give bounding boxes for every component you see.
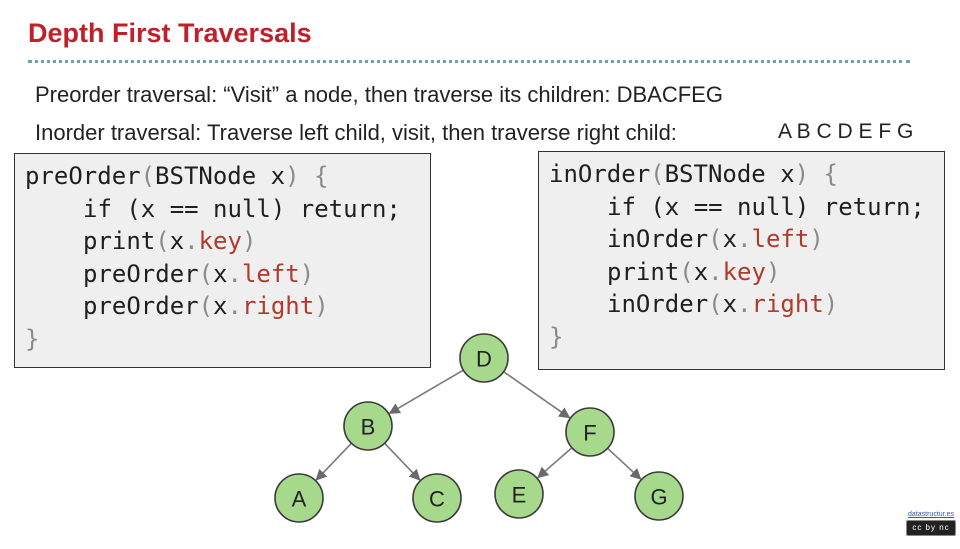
edge-F-G (607, 447, 642, 480)
node-label: A (292, 487, 307, 512)
tree-node-G: G (634, 471, 684, 521)
node-label: D (476, 347, 492, 372)
function-name: inOrder (549, 160, 651, 188)
code-line: } (25, 324, 40, 353)
node-circle (634, 471, 684, 521)
code-line: print(x.key) (607, 257, 781, 286)
tree-node-D: D (459, 333, 509, 383)
key-field: key (198, 227, 242, 255)
code-line: if (x == null) return; (549, 191, 944, 224)
code-line: preOrder(BSTNode x) { (25, 162, 329, 190)
node-circle (274, 473, 324, 523)
cc-license-badge: cc by nc sa (906, 520, 956, 546)
recursive-call: inOrder (607, 290, 709, 318)
node-circle (343, 401, 393, 451)
key-field: key (722, 257, 766, 286)
edge-B-A (315, 442, 352, 481)
node-label: C (429, 487, 445, 512)
left-field: left (241, 259, 300, 288)
function-arg: BSTNode x (664, 160, 795, 188)
node-label: F (583, 421, 596, 446)
tree-node-B: B (343, 401, 393, 451)
tree-node-F: F (565, 407, 615, 457)
inorder-description: Inorder traversal: Traverse left child, … (35, 120, 677, 145)
code-line: if (x == null) return; (25, 193, 430, 226)
inorder-code-block: inOrder(BSTNode x) { if (x == null) retur… (538, 151, 945, 370)
node-label: G (650, 485, 667, 510)
tree-node-A: A (274, 473, 324, 523)
node-circle (459, 333, 509, 383)
function-name: preOrder (25, 162, 141, 190)
slide-title: Depth First Traversals (28, 18, 312, 48)
edge-F-E (536, 447, 573, 479)
title-divider (28, 60, 910, 63)
right-field: right (241, 292, 315, 320)
code-line: inOrder(BSTNode x) { (549, 160, 839, 188)
code-line: inOrder(x.right) (607, 290, 839, 318)
code-line: } (549, 322, 564, 351)
recursive-call: preOrder (83, 259, 199, 288)
node-circle (494, 469, 544, 519)
null-check: if (x == null) return; (607, 192, 925, 221)
node-label: E (512, 483, 527, 508)
left-field: left (751, 225, 810, 253)
edge-D-F (503, 371, 571, 419)
tree-node-E: E (494, 469, 544, 519)
license-credit: datastructur.es cc by nc sa (906, 511, 956, 546)
node-circle (565, 407, 615, 457)
right-field: right (751, 290, 824, 318)
inorder-result: A B C D E F G (778, 120, 914, 143)
node-label: B (361, 415, 376, 440)
preorder-code-block: preOrder(BSTNode x) { if (x == null) retu… (14, 153, 431, 368)
code-line: inOrder(x.left) (607, 225, 824, 253)
print-call: print (83, 227, 156, 255)
print-call: print (607, 257, 680, 286)
code-line: preOrder(x.right) (83, 292, 329, 320)
tree-node-C: C (412, 473, 462, 523)
function-arg: BSTNode x (155, 162, 286, 190)
preorder-description: Preorder traversal: “Visit” a node, then… (35, 82, 723, 107)
null-check: if (x == null) return; (83, 194, 401, 223)
edge-D-B (388, 369, 464, 415)
code-line: preOrder(x.left) (83, 259, 315, 288)
code-line: print(x.key) (83, 227, 257, 255)
edge-B-C (384, 442, 421, 481)
recursive-call: preOrder (83, 292, 199, 320)
recursive-call: inOrder (607, 225, 709, 253)
site-link[interactable]: datastructur.es (908, 511, 954, 518)
node-circle (412, 473, 462, 523)
